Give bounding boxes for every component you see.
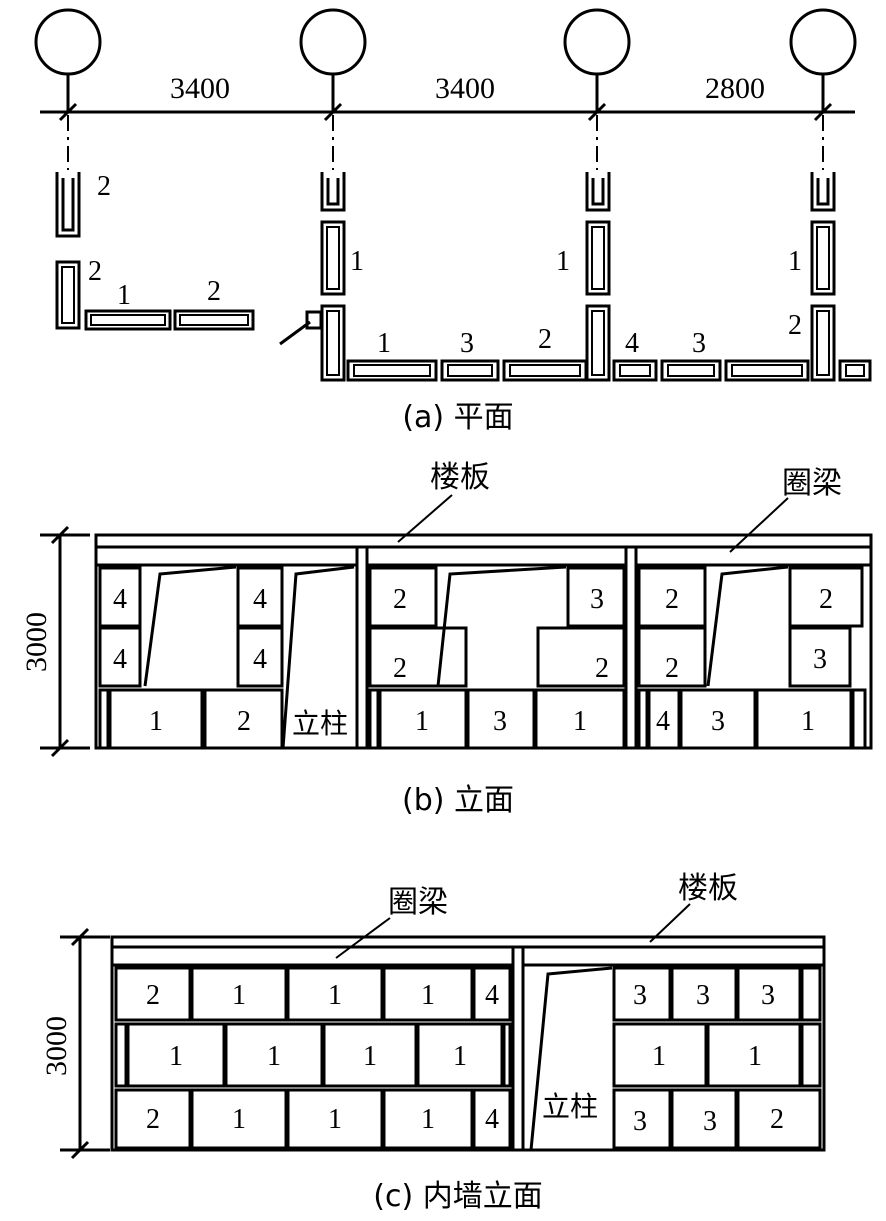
block-number: 1: [415, 706, 429, 737]
block-number: 2: [665, 584, 679, 615]
block-number: 3: [761, 980, 775, 1011]
block-number: 3: [711, 706, 725, 737]
axis-bubble: [34, 8, 102, 76]
floor-slab-label: 楼板: [678, 871, 738, 906]
axis-bubble: [789, 8, 857, 76]
block-number: 1: [328, 980, 342, 1011]
block-number: 1: [363, 1041, 377, 1072]
block-number: 1: [350, 246, 364, 277]
block-number: 2: [538, 324, 552, 355]
block-number: 3: [590, 584, 604, 615]
block-number: 3: [460, 328, 474, 359]
block-number: 1: [267, 1041, 281, 1072]
block-number: 4: [656, 706, 670, 737]
block-number: 4: [113, 644, 127, 675]
block-number: 1: [421, 980, 435, 1011]
block-number: 1: [232, 1104, 246, 1135]
caption-elevation-c: (c) 内墙立面: [373, 1179, 542, 1214]
plan-view: 3400 3400 2800 2 2 1 2 1 1 3 2: [34, 8, 872, 435]
column-label: 立柱: [292, 707, 348, 740]
height-dimension: 3000: [20, 612, 53, 672]
block-number: 2: [237, 706, 251, 737]
ring-beam-label: 圈梁: [388, 885, 448, 920]
caption-plan: (a) 平面: [402, 400, 513, 435]
block-number: 4: [485, 980, 499, 1011]
block-number: 3: [692, 328, 706, 359]
block-number: 3: [696, 980, 710, 1011]
block-number: 1: [573, 706, 587, 737]
block-number: 1: [652, 1041, 666, 1072]
block-number: 1: [748, 1041, 762, 1072]
axis-bubble: [563, 8, 631, 76]
ring-beam-label: 圈梁: [782, 466, 842, 501]
elevation-c: 3000 2 1 1 1 4 1 1 1 1 2 1 1 1: [40, 871, 826, 1214]
block-number: 4: [625, 328, 639, 359]
block-number: 1: [328, 1104, 342, 1135]
elevation-b: 3000 4 4 4 4 1 2 立柱 2: [20, 460, 873, 818]
block-number: 4: [253, 644, 267, 675]
height-dimension: 3000: [40, 1016, 73, 1076]
block-number: 1: [801, 706, 815, 737]
column-label: 立柱: [542, 1090, 598, 1123]
caption-elevation-b: (b) 立面: [402, 783, 514, 818]
block-number: 2: [146, 1104, 160, 1135]
block-number: 4: [113, 584, 127, 615]
block-number: 1: [169, 1041, 183, 1072]
block-number: 2: [88, 256, 102, 287]
block-number: 2: [97, 171, 111, 202]
block-number: 1: [453, 1041, 467, 1072]
floor-slab-label: 楼板: [430, 460, 490, 495]
block-number: 2: [393, 653, 407, 684]
block-number: 1: [149, 706, 163, 737]
block-number: 1: [556, 246, 570, 277]
block-number: 2: [595, 653, 609, 684]
block-number: 2: [207, 276, 221, 307]
axis-bubble: [299, 8, 367, 76]
block-number: 1: [117, 280, 131, 311]
block-number: 1: [377, 328, 391, 359]
block-number: 3: [633, 980, 647, 1011]
block-number: 4: [485, 1104, 499, 1135]
block-number: 2: [665, 653, 679, 684]
dimension-label: 3400: [170, 72, 230, 105]
block-number: 2: [770, 1104, 784, 1135]
block-number: 1: [232, 980, 246, 1011]
block-number: 1: [788, 246, 802, 277]
block-number: 3: [703, 1106, 717, 1137]
dimension-label: 3400: [435, 72, 495, 105]
block-number: 3: [493, 706, 507, 737]
block-number: 3: [813, 644, 827, 675]
block-number: 4: [253, 584, 267, 615]
block-number: 2: [146, 980, 160, 1011]
block-number: 1: [421, 1104, 435, 1135]
block-number: 3: [633, 1106, 647, 1137]
block-number: 2: [393, 584, 407, 615]
block-number: 2: [819, 584, 833, 615]
dimension-label: 2800: [705, 72, 765, 105]
block-number: 2: [788, 310, 802, 341]
